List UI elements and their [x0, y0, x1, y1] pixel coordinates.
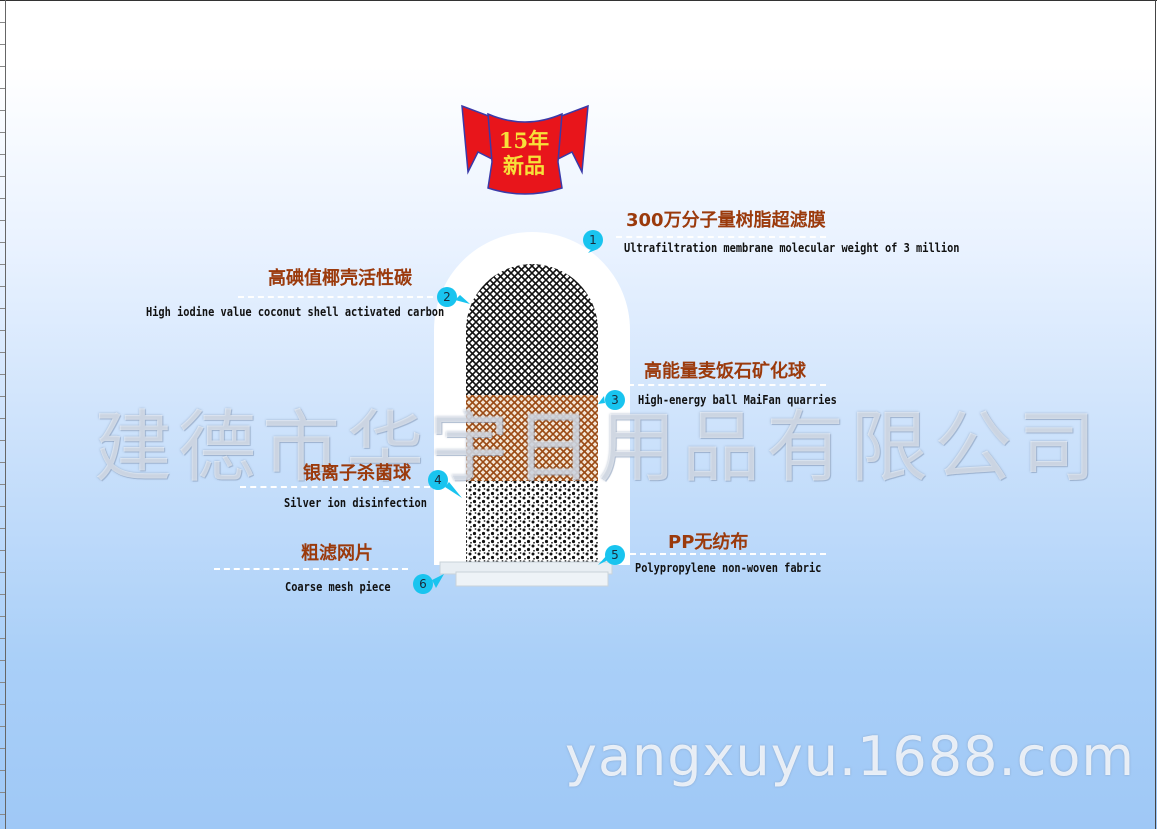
layer-2-cn-label: 高碘值椰壳活性碳	[268, 268, 412, 289]
layer-6-marker: 6	[413, 574, 433, 594]
silver-layer	[466, 481, 598, 565]
layer-3-leader	[628, 384, 826, 386]
layer-1-leader	[616, 236, 826, 238]
coarse-mesh-layer	[455, 571, 609, 587]
layer-1-en-label: Ultrafiltration membrane molecular weigh…	[624, 241, 960, 255]
badge-line1: 15年	[498, 128, 550, 153]
new-product-badge	[461, 104, 589, 195]
layer-2-leader	[238, 296, 433, 298]
layer-5-marker: 5	[605, 545, 625, 565]
top-border	[0, 0, 1157, 1]
maifan-layer	[466, 395, 598, 481]
site-watermark: yangxuyu.1688.com	[565, 725, 1135, 788]
layer-6-cn-label: 粗滤网片	[301, 543, 373, 564]
layer-6-leader	[214, 568, 408, 570]
layer-1-cn-label: 300万分子量树脂超滤膜	[626, 210, 826, 231]
layer-3-marker: 3	[605, 390, 625, 410]
left-border	[5, 0, 6, 829]
layer-4-leader	[240, 486, 430, 488]
badge-line2: 新品	[503, 153, 545, 178]
layer-5-leader	[630, 553, 826, 555]
layer-5-en-label: Polypropylene non-woven fabric	[635, 561, 822, 575]
badge-text: 15年 新品	[492, 128, 556, 178]
carbon-layer	[466, 264, 598, 395]
layer-6-en-label: Coarse mesh piece	[285, 580, 391, 594]
layer-2-marker: 2	[437, 287, 457, 307]
layer-3-cn-label: 高能量麦饭石矿化球	[644, 361, 806, 382]
layer-2-en-label: High iodine value coconut shell activate…	[146, 305, 445, 319]
right-border	[1155, 0, 1156, 829]
layer-4-cn-label: 银离子杀菌球	[303, 463, 411, 484]
layer-4-en-label: Silver ion disinfection	[284, 496, 427, 510]
layer-3-en-label: High-energy ball MaiFan quarries	[638, 393, 837, 407]
layer-5-cn-label: PP无纺布	[668, 532, 749, 553]
layer-4-marker: 4	[428, 470, 448, 490]
left-ruler	[0, 0, 6, 829]
company-watermark: 建德市华宇日用品有限公司	[94, 403, 1103, 493]
layer-1-marker: 1	[583, 230, 603, 250]
